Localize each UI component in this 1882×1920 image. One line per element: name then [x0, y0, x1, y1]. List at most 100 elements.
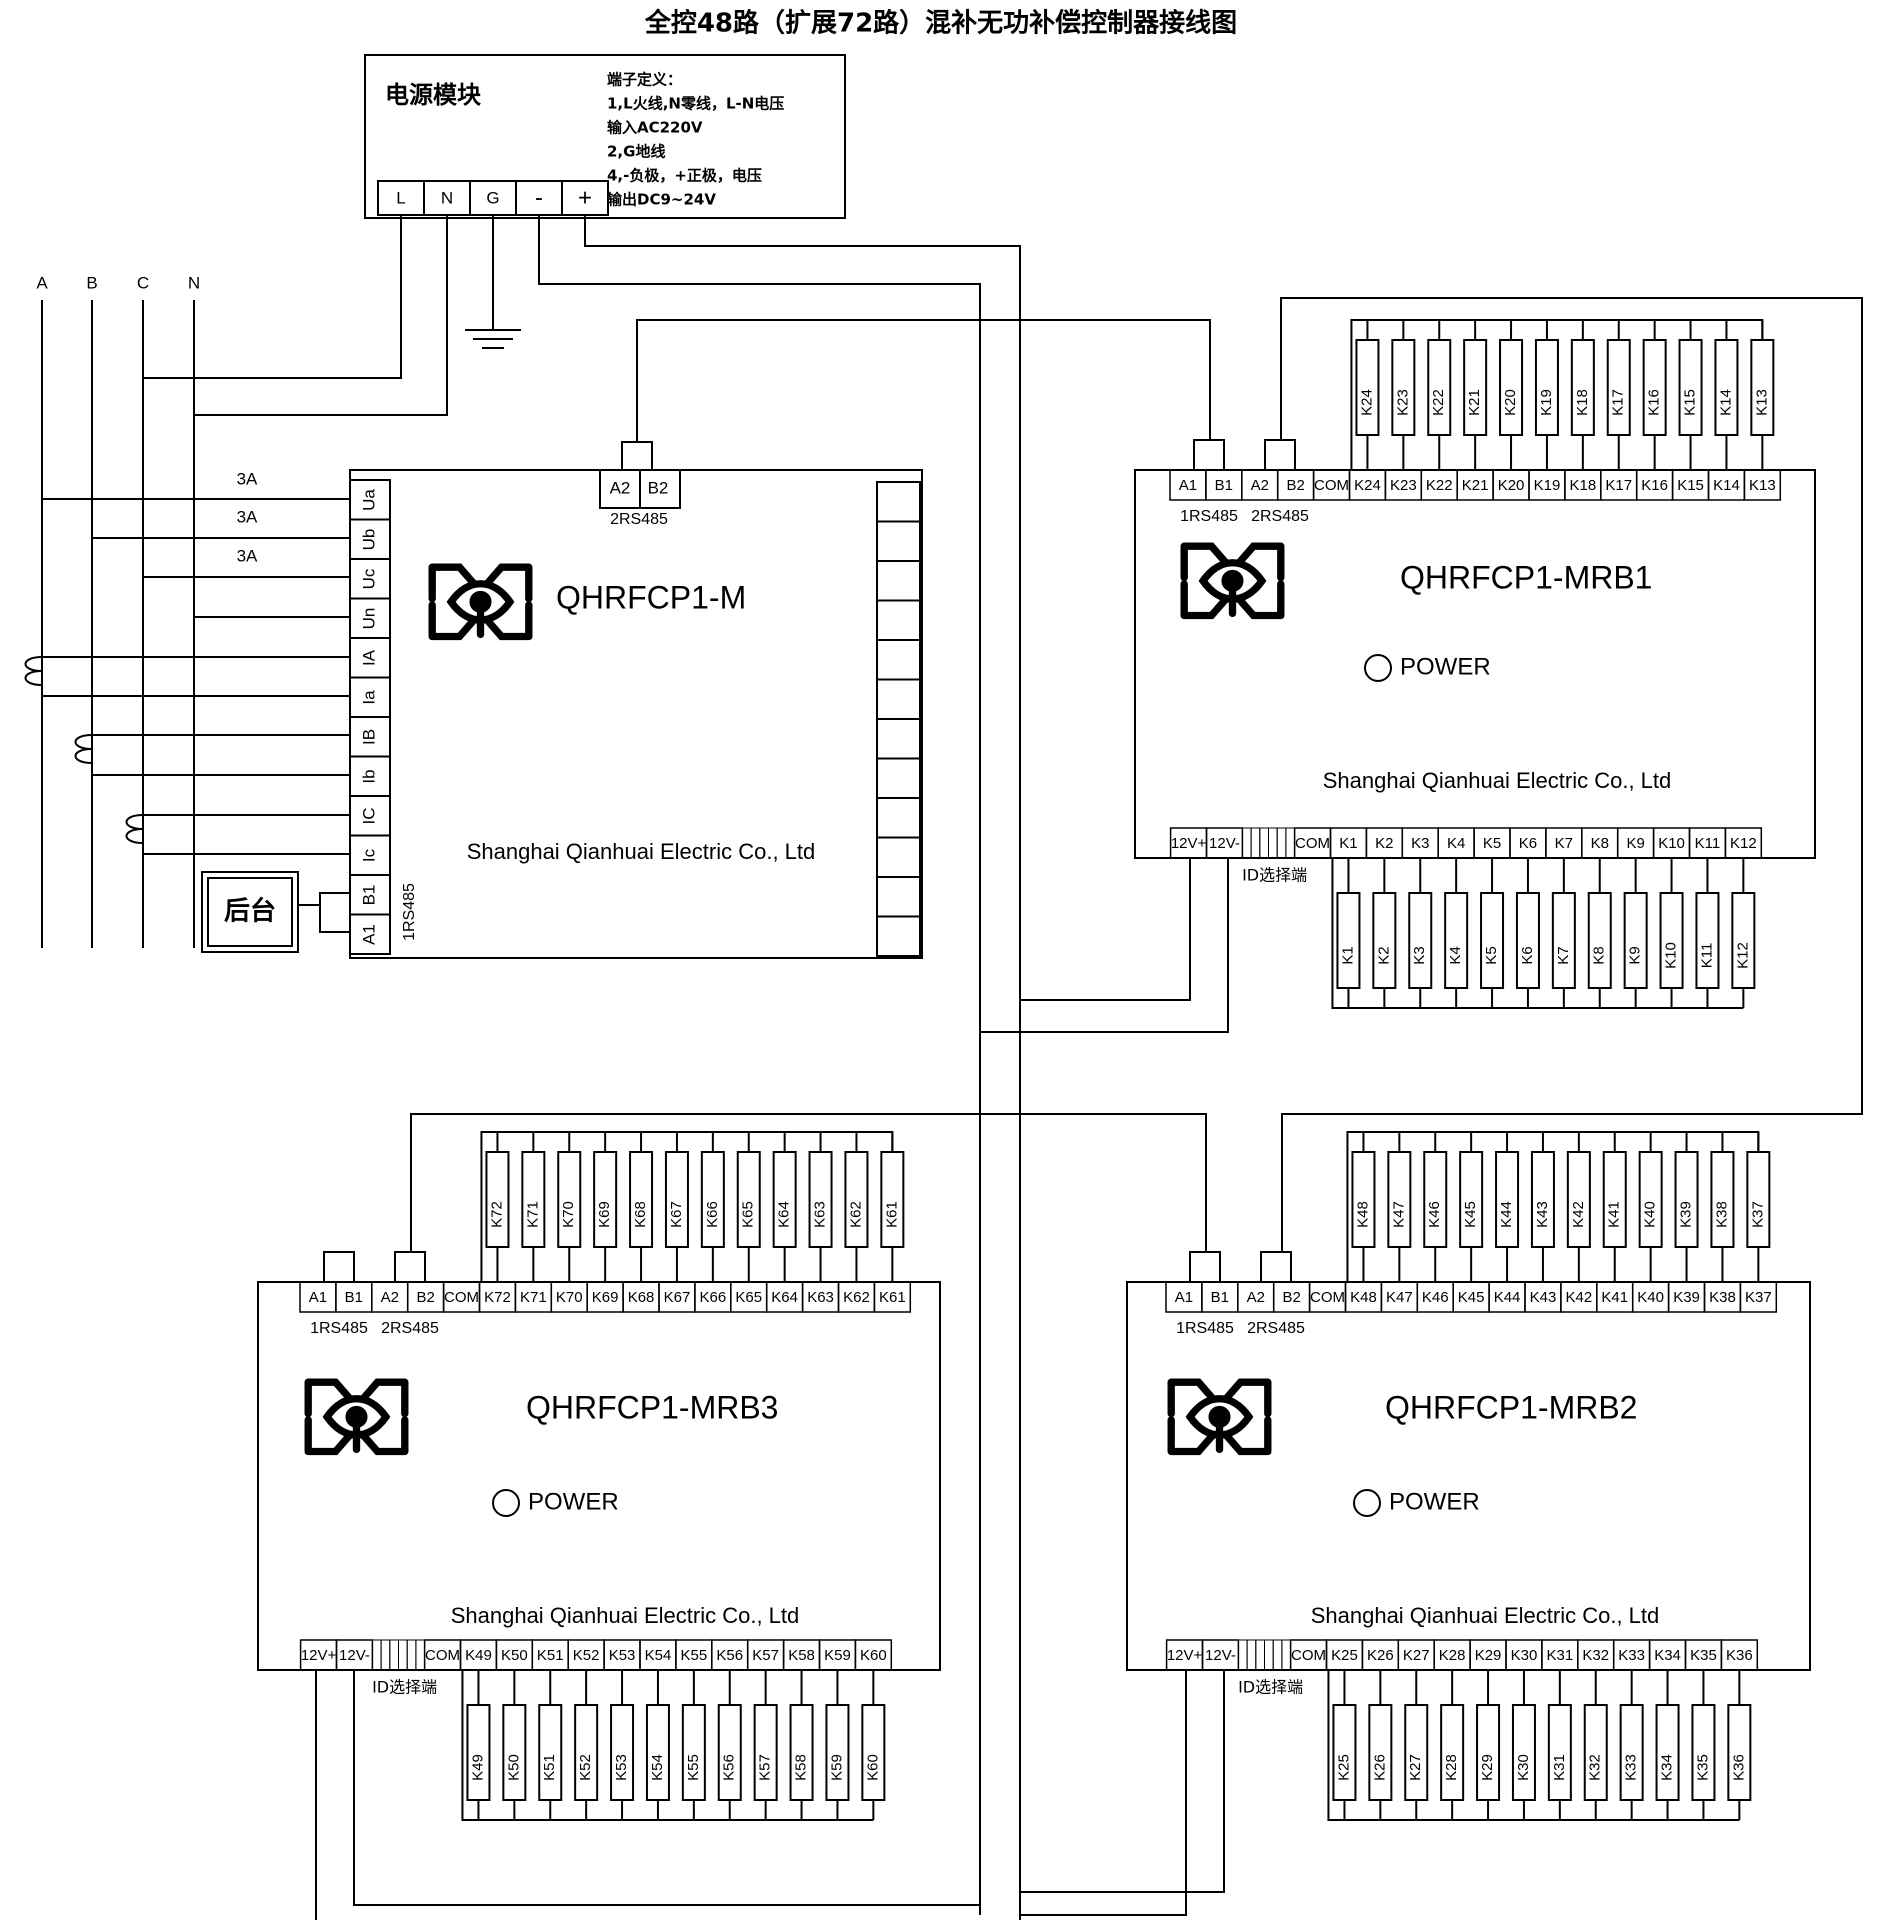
mrb3-port-label-1: 1RS485 [310, 1320, 368, 1337]
mrb1-relay-K22 [1427, 339, 1452, 436]
mrb3-top-terminal: K65 [735, 1289, 762, 1306]
power-module-note-line: 4,-负极，+正极，电压 [607, 167, 762, 185]
mrb3-relay-K63 [808, 1151, 833, 1248]
wire-dc-mrb2-negative [1020, 1670, 1225, 1893]
main-unit-output-slot [876, 915, 921, 957]
wire-dc-positive [584, 215, 1021, 1920]
bus-label-N: N [188, 273, 200, 292]
mrb1-power-label: POWER [1400, 653, 1491, 680]
mrb1-relay-K17 [1606, 339, 1631, 436]
mrb2-rs485-connector-2 [1260, 1251, 1292, 1283]
mrb1-top-relay-label: K16 [1646, 389, 1663, 416]
mrb1-bottom-terminal: K2 [1375, 835, 1393, 852]
bus-label-A: A [36, 273, 48, 292]
mrb1-bottom-relay-label: K12 [1734, 942, 1751, 969]
main-unit-side-terminal: IB [359, 729, 378, 745]
mrb2-top-terminal: K43 [1530, 1289, 1557, 1306]
mrb1-bottom-relay-label: K3 [1411, 946, 1428, 964]
mrb2-relay-K39 [1674, 1151, 1699, 1248]
power-module-note-line: 输出DC9~24V [607, 191, 716, 209]
company-logo-icon [1167, 1378, 1272, 1456]
mrb1-relay-K24 [1355, 339, 1380, 436]
mrb1-bottom-terminal: K6 [1519, 835, 1537, 852]
mrb3-bottom-terminal: K52 [573, 1647, 600, 1664]
wire-N-to-bus-N [194, 215, 448, 416]
ct-C-coil-icon [125, 814, 144, 844]
wires [24, 215, 1863, 1920]
mrb3-bottom-relay-label: K53 [613, 1754, 630, 1781]
mrb2-relay-K46 [1423, 1151, 1448, 1248]
mrb3-relay-K57 [753, 1704, 778, 1801]
mrb3-top-relay-label: K71 [524, 1201, 541, 1228]
mrb3-id-switch [380, 1639, 391, 1671]
mrb1-relay-K18 [1570, 339, 1595, 436]
main-unit-side-terminal: Uc [359, 568, 378, 589]
mrb3-bottom-terminal: K54 [645, 1647, 672, 1664]
mrb2-top-relay-label: K46 [1426, 1201, 1443, 1228]
mrb3-relay-K59 [825, 1704, 850, 1801]
mrb1-bottom-terminal: K3 [1411, 835, 1429, 852]
mrb1-bottom-relay-label: K4 [1447, 946, 1464, 964]
mrb1-top-relay-label: K14 [1717, 389, 1734, 416]
mrb1-top-terminal: K19 [1534, 477, 1561, 494]
power-terminal-4 [561, 180, 609, 216]
mrb1-top-relay-label: K24 [1358, 389, 1375, 416]
mrb3-bottom-relay-label: K57 [757, 1754, 774, 1781]
mrb2-port-label-1: 1RS485 [1176, 1320, 1234, 1337]
mrb2-top-terminal: K45 [1458, 1289, 1485, 1306]
mrb3-top-terminal: K62 [843, 1289, 870, 1306]
mrb2-relay-K35 [1691, 1704, 1716, 1801]
power-terminal-label: N [441, 188, 453, 207]
mrb2-relay-K34 [1655, 1704, 1680, 1801]
mrb1-bottom-terminal: K10 [1658, 835, 1685, 852]
mrb1-relay-K6 [1515, 892, 1540, 989]
mrb1-relay-K21 [1463, 339, 1488, 436]
mrb1-bottom-terminal: COM [1295, 835, 1330, 852]
mrb1-bottom-relay-label: K1 [1339, 946, 1356, 964]
mrb2-top-terminal: K48 [1350, 1289, 1377, 1306]
wire-rs485-mrb2-to-mrb3 [410, 1113, 1207, 1252]
power-module-note-line: 输入AC220V [607, 119, 703, 137]
mrb1-top-terminal: K14 [1713, 477, 1740, 494]
mrb3-relay-K68 [629, 1151, 654, 1248]
mrb2-power-label: POWER [1389, 1488, 1480, 1515]
mrb1-relay-K23 [1391, 339, 1416, 436]
mrb3-bottom-terminal: K49 [465, 1647, 492, 1664]
mrb3-bottom-terminal: COM [425, 1647, 460, 1664]
wire-rs485-mrb1-to-mrb2 [1280, 297, 1863, 1252]
mrb2-top-relay-label: K48 [1354, 1201, 1371, 1228]
mrb3-bottom-relay-label: K50 [505, 1754, 522, 1781]
mrb3-relay-K70 [557, 1151, 582, 1248]
main-unit-side-terminal: Un [359, 608, 378, 630]
mrb2-relay-K41 [1602, 1151, 1627, 1248]
mrb1-relay-K20 [1499, 339, 1524, 436]
mrb3-top-terminal: A2 [381, 1289, 399, 1306]
mrb3-top-relay-label: K62 [847, 1201, 864, 1228]
mrb3-top-terminal: K64 [771, 1289, 798, 1306]
mrb1-bottom-relay-label: K10 [1663, 942, 1680, 969]
mrb3-bottom-terminal: K60 [860, 1647, 887, 1664]
mrb1-top-relay-label: K22 [1430, 389, 1447, 416]
mrb2-bottom-terminal: K27 [1403, 1647, 1430, 1664]
mrb2-relay-K42 [1566, 1151, 1591, 1248]
mrb1-top-relay-label: K13 [1753, 389, 1770, 416]
mrb2-id-switch [1255, 1639, 1266, 1671]
mrb1-top-terminal: K23 [1390, 477, 1417, 494]
mrb1-rs485-connector-2 [1264, 439, 1296, 471]
main-unit-side-terminal: Ua [359, 489, 378, 511]
mrb2-id-switch [1237, 1639, 1248, 1671]
mrb2-top-terminal: K41 [1601, 1289, 1628, 1306]
mrb3-top-terminal: K70 [556, 1289, 583, 1306]
main-unit-side-terminal: Ia [359, 690, 378, 705]
power-terminal-label: - [535, 184, 543, 211]
mrb1-top-terminal: COM [1314, 477, 1349, 494]
mrb3-relay-K69 [593, 1151, 618, 1248]
mrb2-top-terminal: K40 [1637, 1289, 1664, 1306]
mrb3-top-relay-label: K65 [740, 1201, 757, 1228]
bus-label-B: B [86, 273, 97, 292]
mrb3-company: Shanghai Qianhuai Electric Co., Ltd [451, 1603, 800, 1628]
mrb2-port-label-2: 2RS485 [1247, 1320, 1305, 1337]
main-unit-output-slot [876, 757, 921, 799]
power-terminal-label: + [578, 184, 592, 211]
main-unit-side-terminal: A1 [359, 924, 378, 945]
